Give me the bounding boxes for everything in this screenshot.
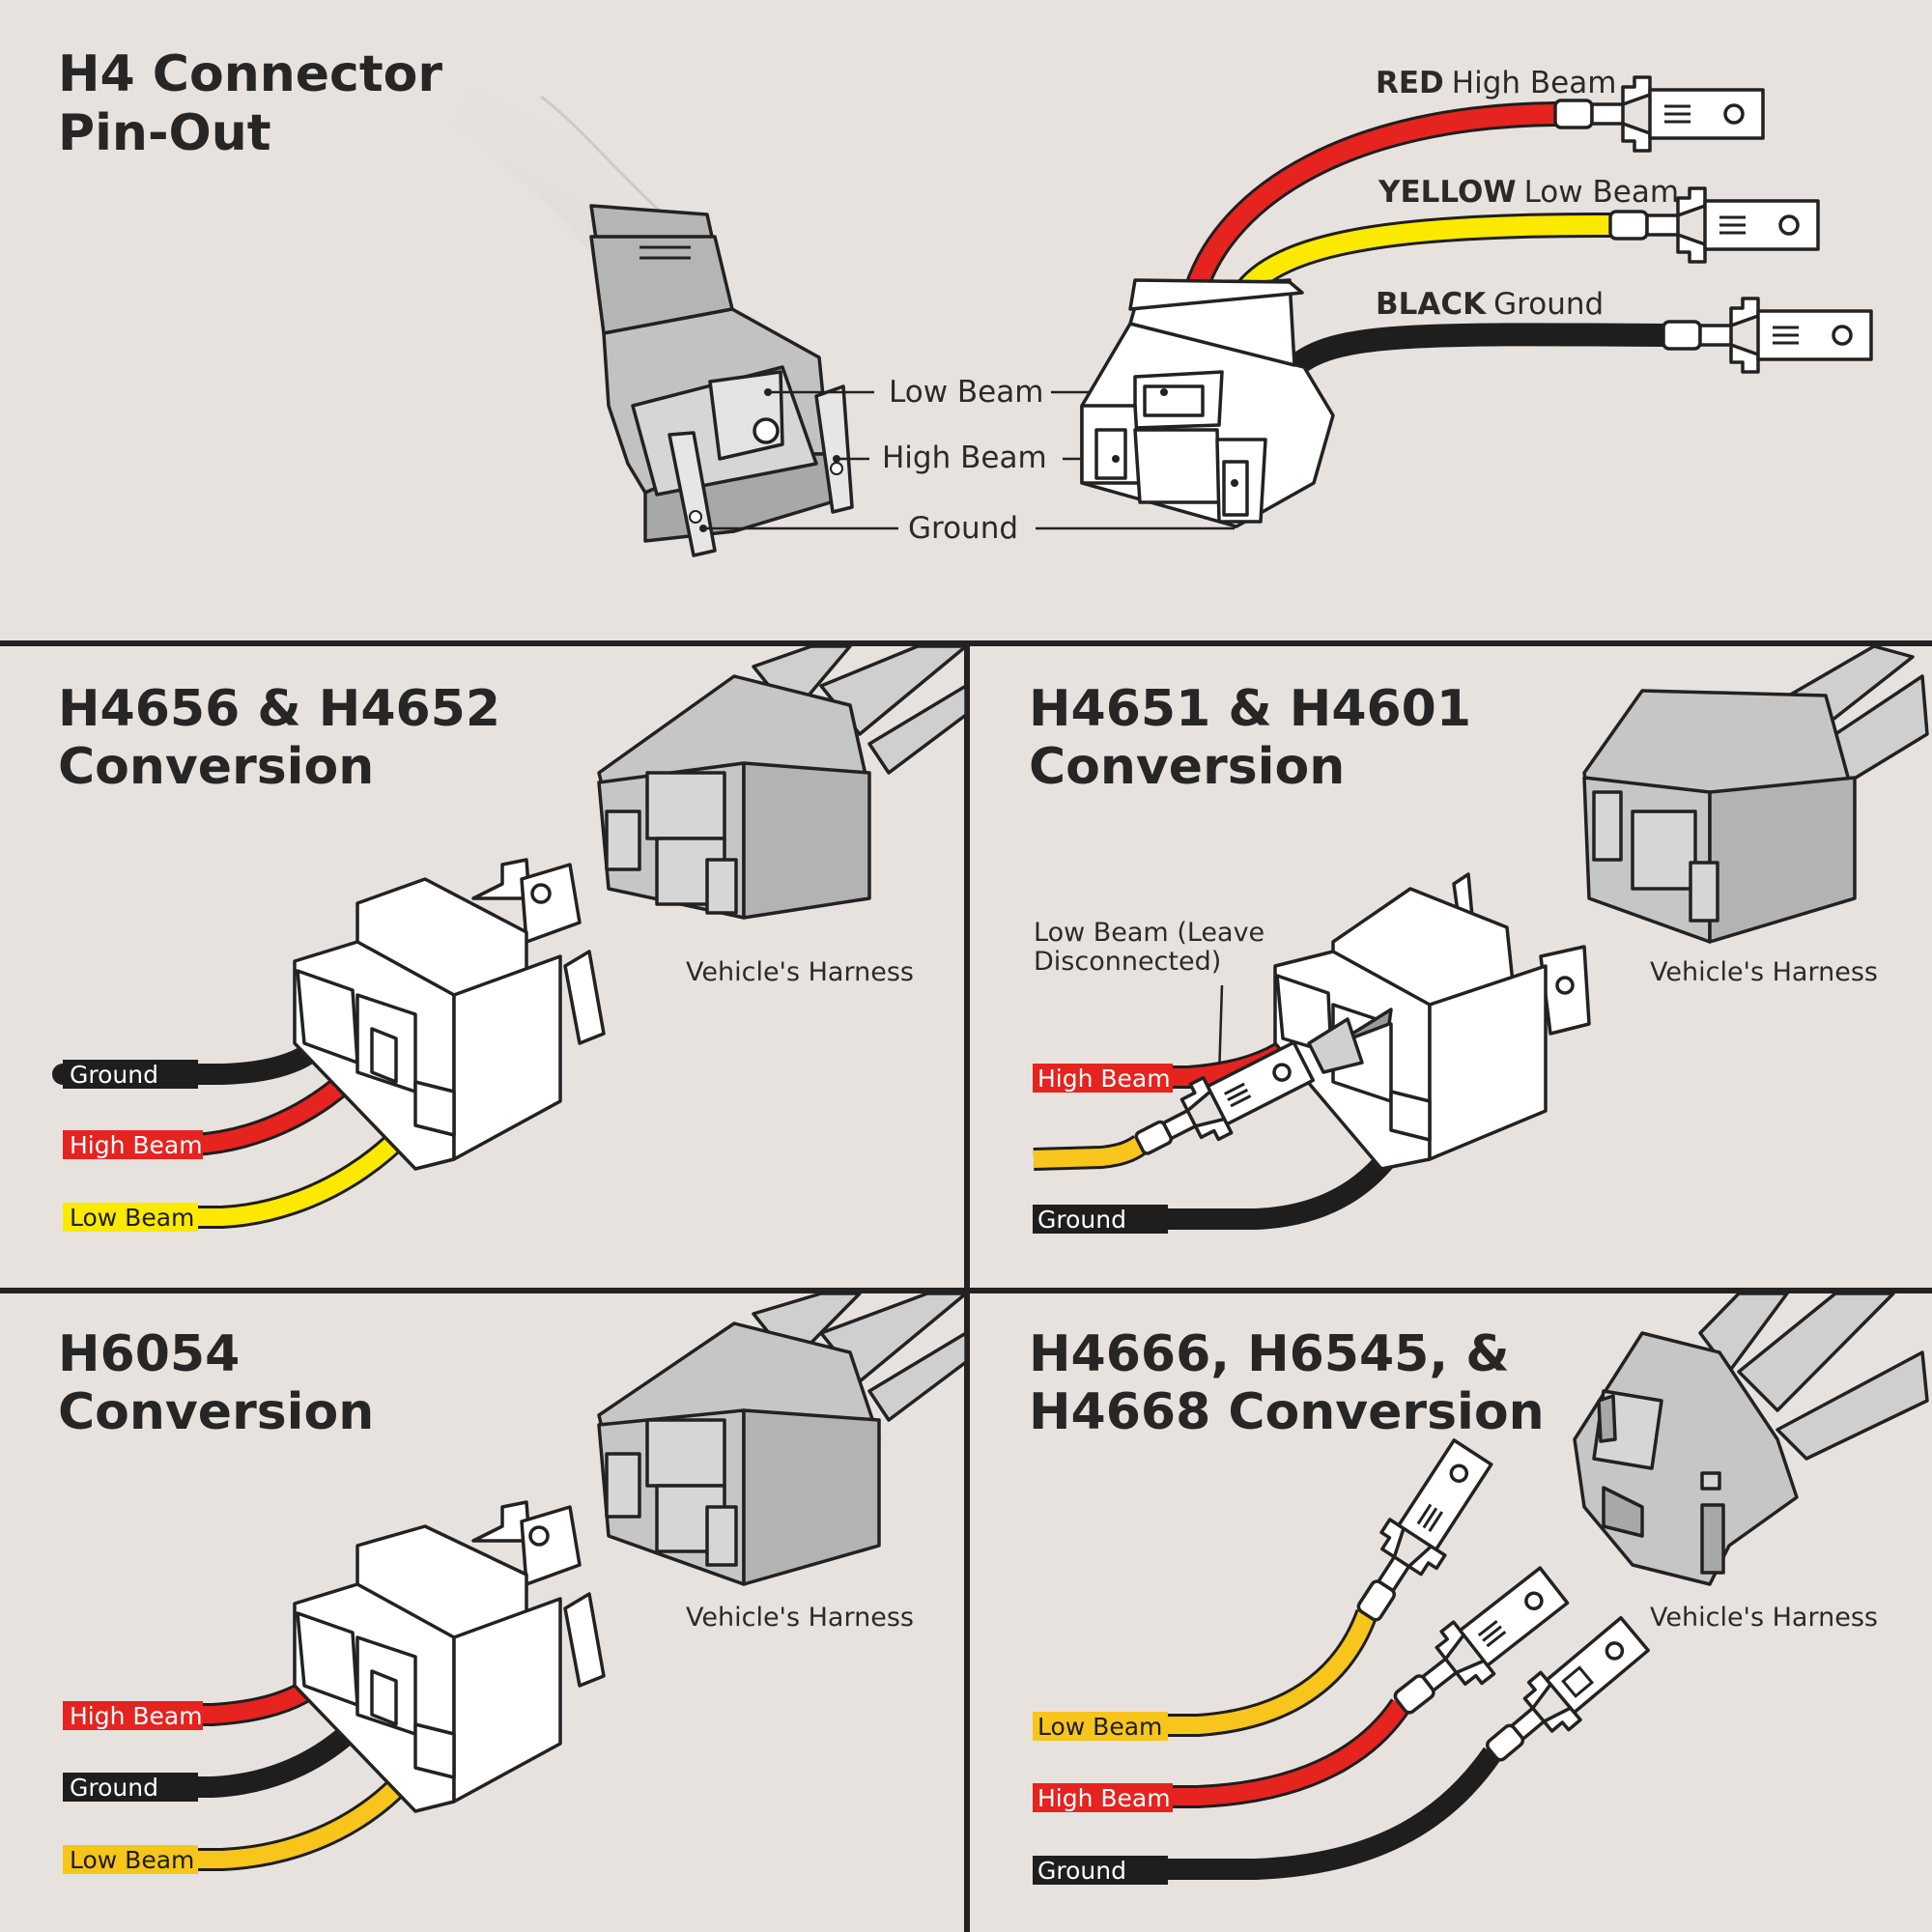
yellow-terminal — [1608, 186, 1820, 264]
red-wire — [1186, 104, 1556, 294]
red-terminal — [1553, 75, 1765, 153]
panel1-harness-label: Vehicle's Harness — [686, 957, 914, 987]
panel2-low-wire — [1033, 1137, 1146, 1168]
yellow-wire — [1238, 214, 1614, 297]
panel1-vehicle-harness — [597, 644, 968, 920]
wire-terminals — [1553, 75, 1873, 374]
panel2-note-line2: Disconnected) — [1034, 947, 1221, 977]
panel1-title-line2: Conversion — [58, 738, 374, 796]
panel4-vehicle-harness — [1573, 1292, 1929, 1586]
panel-h4666-h6545-h4668: H4666, H6545, & H4668 Conversion Vehicle… — [1029, 1292, 1929, 1885]
panel4-terminal-high — [1393, 1566, 1570, 1715]
panel3-vehicle-harness — [597, 1292, 968, 1586]
panel3-tag-high-beam: High Beam — [70, 1702, 203, 1730]
pinout-title-line1: H4 Connector — [58, 45, 442, 103]
pinout-title-line2: Pin-Out — [58, 104, 271, 162]
panel3-harness-label: Vehicle's Harness — [686, 1603, 914, 1633]
panel2-tags: High Beam Ground — [1033, 1064, 1173, 1234]
panel2-vehicle-harness — [1582, 644, 1929, 944]
h4-socket — [1080, 101, 1667, 528]
panel3-title-line1: H6054 — [58, 1325, 240, 1383]
panel4-terminal-low — [1356, 1438, 1493, 1622]
pin-label-ground: Ground — [908, 511, 1018, 546]
pinout-callouts: Low Beam High Beam Ground — [699, 375, 1236, 546]
panel3-tags: High Beam Ground Low Beam — [63, 1701, 203, 1874]
panel3-title-line2: Conversion — [58, 1383, 374, 1441]
panel-h6054: H6054 Conversion Vehicle's Harness — [58, 1292, 968, 1874]
panel2-tag-ground: Ground — [1037, 1206, 1126, 1234]
panel4-harness-label: Vehicle's Harness — [1650, 1603, 1878, 1633]
black-terminal — [1662, 297, 1873, 374]
panel4-wires — [1034, 1608, 1502, 1880]
panel3-adapter-plug — [293, 1500, 606, 1813]
panel4-high-wire — [1034, 1699, 1408, 1805]
panel1-tag-low-beam: Low Beam — [70, 1204, 194, 1232]
pinout-section: H4 Connector Pin-Out Low Beam High Beam — [58, 45, 1873, 557]
panel2-title-line1: H4651 & H4601 — [1029, 680, 1471, 738]
panel-h4656-h4652: H4656 & H4652 Conversion Vehicle's Harne… — [52, 644, 968, 1232]
panel1-adapter-plug — [293, 858, 606, 1171]
panel1-tag-high-beam: High Beam — [70, 1131, 203, 1159]
panel4-low-wire — [1034, 1609, 1376, 1734]
panel2-tag-high-beam: High Beam — [1037, 1065, 1171, 1093]
panel4-tag-low-beam: Low Beam — [1037, 1713, 1162, 1741]
panel4-title-line1: H4666, H6545, & — [1029, 1325, 1510, 1383]
panel-h4651-h4601: H4651 & H4601 Conversion Vehicle's Harne… — [1029, 644, 1929, 1234]
panel2-loose-terminal — [1134, 1040, 1316, 1155]
panel1-title-line1: H4656 & H4652 — [58, 680, 500, 738]
panel2-harness-label: Vehicle's Harness — [1650, 957, 1878, 987]
h4-bulb-plug — [454, 77, 854, 557]
panel2-title-line2: Conversion — [1029, 738, 1345, 796]
pin-label-low-beam: Low Beam — [889, 375, 1043, 410]
panel2-note-line1: Low Beam (Leave — [1034, 918, 1264, 948]
panel4-tag-high-beam: High Beam — [1037, 1784, 1171, 1812]
panel-dividers — [0, 640, 1932, 1932]
panel4-terminal-ground — [1485, 1615, 1650, 1762]
panel4-title-line2: H4668 Conversion — [1029, 1383, 1545, 1441]
panel4-tag-ground: Ground — [1037, 1857, 1126, 1885]
panel3-tag-low-beam: Low Beam — [70, 1846, 194, 1874]
panel4-tags: Low Beam High Beam Ground — [1033, 1712, 1173, 1885]
panel1-tag-ground: Ground — [70, 1061, 158, 1089]
panel3-tag-ground: Ground — [70, 1774, 158, 1802]
panel2-adapter-plug — [1273, 872, 1591, 1171]
pin-label-high-beam: High Beam — [882, 440, 1047, 475]
panel1-tags: Ground High Beam Low Beam — [63, 1060, 203, 1232]
